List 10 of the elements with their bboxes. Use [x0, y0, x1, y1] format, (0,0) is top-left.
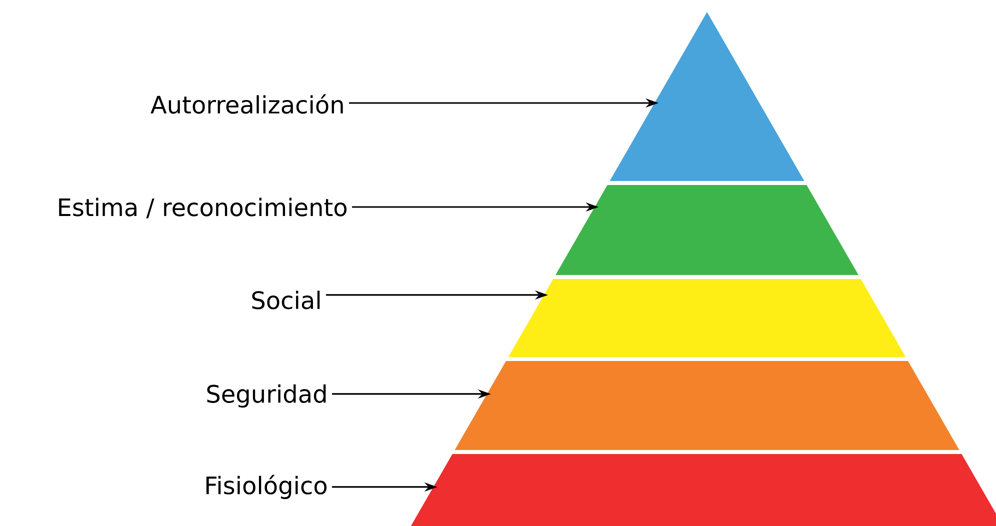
pyramid-level [556, 185, 858, 275]
level-label: Estima / reconocimiento [59, 198, 347, 218]
pyramid-level [454, 360, 960, 450]
pyramid-level [410, 454, 996, 526]
level-label: Autorrealización [150, 94, 343, 114]
level-label: Fisiológico [206, 474, 327, 500]
level-label: Seguridad [207, 384, 326, 408]
level-label: Social [252, 290, 320, 310]
pyramid-level [508, 278, 906, 357]
pyramid-level [610, 12, 804, 181]
